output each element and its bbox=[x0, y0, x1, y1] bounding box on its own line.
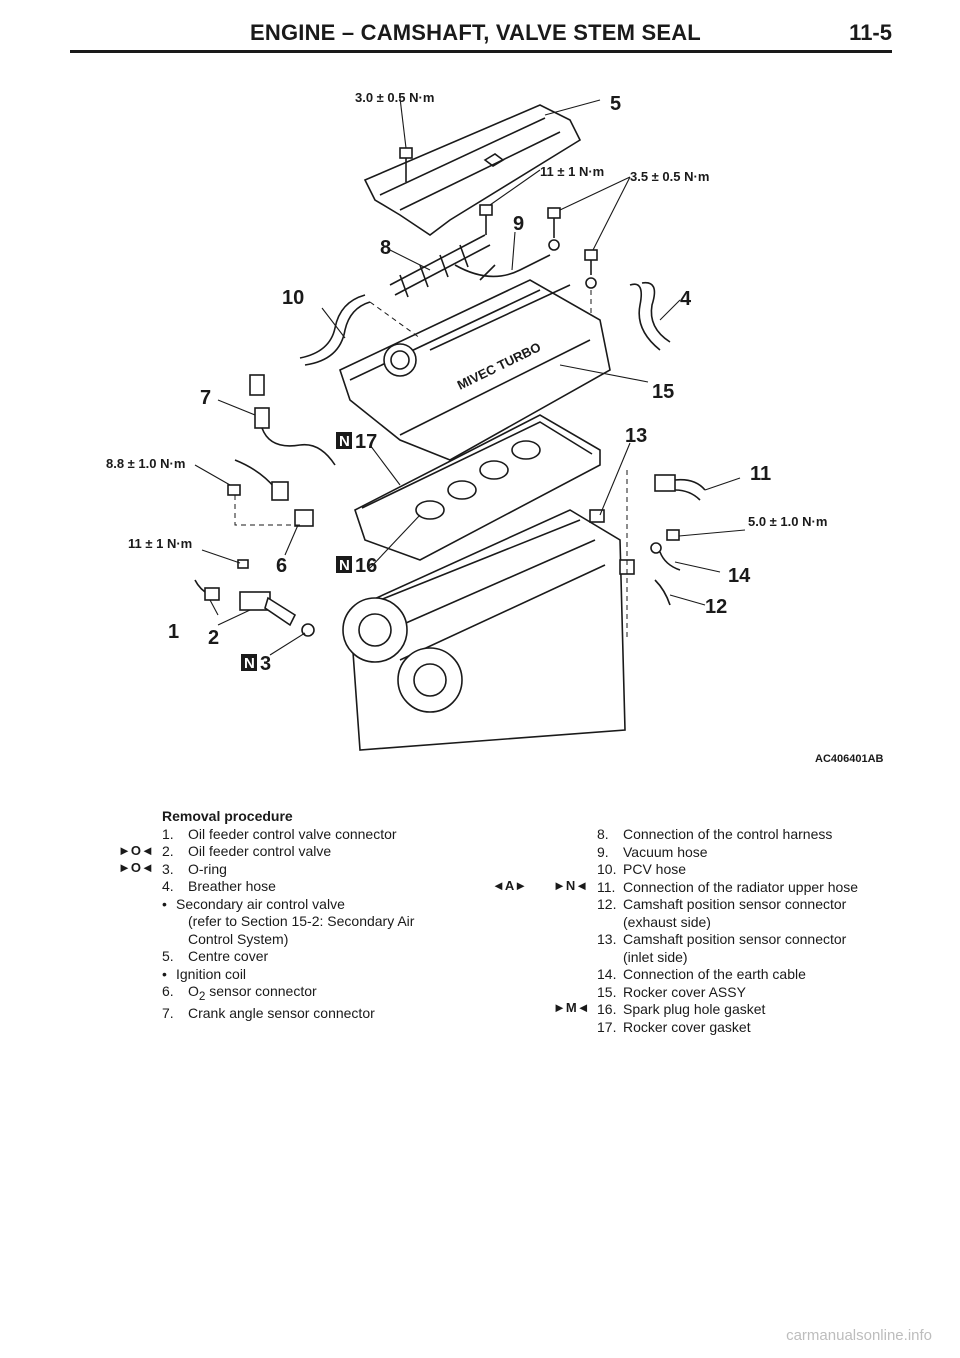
torque-o2: 8.8 ± 1.0 N·m bbox=[106, 456, 185, 471]
service-mark-item-11-install: ◄A► bbox=[492, 878, 528, 893]
radiator-hose-drawing bbox=[654, 474, 706, 501]
centre-cover-drawing bbox=[363, 104, 582, 236]
list-item: 12.Camshaft position sensor connector bbox=[597, 896, 847, 912]
cylinder-head-drawing bbox=[342, 509, 626, 751]
rocker-gasket-drawing bbox=[354, 414, 601, 561]
vacuum-hose-drawing bbox=[454, 254, 551, 281]
torque-earth: 5.0 ± 1.0 N·m bbox=[748, 514, 827, 529]
list-item: 4.Breather hose bbox=[162, 878, 276, 894]
list-item: 9.Vacuum hose bbox=[597, 843, 708, 860]
callout-2: 2 bbox=[208, 627, 219, 649]
new-part-mark-16 bbox=[336, 556, 352, 573]
callout-16: 16 bbox=[355, 555, 377, 577]
list-item-continuation: (refer to Section 15-2: Secondary Air bbox=[188, 913, 415, 929]
callout-6: 6 bbox=[276, 555, 287, 577]
page-number: 11-5 bbox=[849, 20, 892, 45]
callout-1: 1 bbox=[168, 621, 179, 643]
list-item: 7.Crank angle sensor connector bbox=[162, 1005, 375, 1022]
service-mark-item-11-remove: ►N◄ bbox=[553, 878, 589, 893]
new-part-mark-17-text: N bbox=[339, 433, 350, 450]
procedure-left-column: Removal procedure 1.Oil feeder control v… bbox=[162, 808, 462, 1023]
breather-hose-drawing bbox=[629, 281, 671, 351]
callout-11: 11 bbox=[750, 463, 771, 485]
callout-3: 3 bbox=[260, 653, 271, 675]
new-part-mark-17 bbox=[336, 432, 352, 449]
page-title: ENGINE – CAMSHAFT, VALVE STEM SEAL bbox=[250, 20, 701, 45]
list-item: 6.O2 sensor connector bbox=[162, 983, 317, 1003]
list-item: 5.Centre cover bbox=[162, 948, 269, 964]
callout-14: 14 bbox=[728, 565, 751, 587]
o2-sensor-drawing bbox=[227, 459, 314, 527]
service-mark-item-3: ►O◄ bbox=[118, 860, 154, 875]
earth-cable-drawing bbox=[589, 509, 681, 606]
crank-sensor-drawing bbox=[249, 374, 336, 466]
list-item: 3.O-ring bbox=[162, 860, 227, 877]
torque-rocker: 3.5 ± 0.5 N·m bbox=[630, 169, 709, 184]
list-item: 14.Connection of the earth cable bbox=[597, 966, 806, 982]
list-item-continuation: Control System) bbox=[188, 930, 289, 947]
callout-9: 9 bbox=[513, 213, 524, 235]
exploded-diagram: MIVEC TURBO bbox=[100, 70, 900, 770]
torque-centre-cover: 3.0 ± 0.5 N·m bbox=[355, 90, 434, 105]
list-item-continuation: (inlet side) bbox=[623, 948, 688, 965]
callout-12: 12 bbox=[705, 596, 727, 618]
list-item-continuation: (exhaust side) bbox=[623, 913, 711, 930]
pcv-hose-drawing bbox=[299, 294, 371, 366]
rocker-bolts bbox=[479, 204, 598, 289]
oil-feeder-valve-drawing bbox=[194, 559, 315, 637]
new-part-mark-3 bbox=[241, 654, 257, 671]
new-part-mark-3-text: N bbox=[244, 655, 255, 672]
torque-valve: 11 ± 1 N·m bbox=[128, 536, 192, 551]
procedure-title: Removal procedure bbox=[162, 808, 293, 824]
spark-plug-gaskets bbox=[415, 440, 541, 520]
list-item: 10.PCV hose bbox=[597, 861, 687, 877]
callout-7: 7 bbox=[200, 387, 211, 409]
list-item: 11.Connection of the radiator upper hose bbox=[597, 878, 859, 895]
service-mark-item-15: ►M◄ bbox=[553, 1000, 590, 1015]
callout-5: 5 bbox=[610, 93, 621, 115]
list-item: 2.Oil feeder control valve bbox=[162, 843, 332, 859]
callout-8: 8 bbox=[380, 237, 391, 259]
list-item: •Secondary air control valve bbox=[162, 895, 345, 912]
list-item: 17.Rocker cover gasket bbox=[597, 1018, 751, 1035]
list-item: 1.Oil feeder control valve connector bbox=[162, 825, 397, 842]
watermark: carmanualsonline.info bbox=[786, 1327, 932, 1344]
page-header: ENGINE – CAMSHAFT, VALVE STEM SEAL 11-5 bbox=[70, 18, 892, 53]
torque-harness: 11 ± 1 N·m bbox=[540, 164, 604, 179]
procedure-right-column: 8.Connection of the control harness 9.Va… bbox=[597, 826, 897, 1036]
diagram-svg: MIVEC TURBO bbox=[106, 90, 884, 765]
rocker-cover-drawing: MIVEC TURBO bbox=[339, 279, 611, 461]
callout-13: 13 bbox=[625, 425, 647, 447]
list-item: •Ignition coil bbox=[162, 965, 247, 982]
list-item: 8.Connection of the control harness bbox=[597, 826, 833, 842]
service-mark-item-2: ►O◄ bbox=[118, 843, 154, 858]
new-part-mark-16-text: N bbox=[339, 557, 350, 574]
control-harness-drawing bbox=[389, 234, 491, 298]
callout-17: 17 bbox=[355, 431, 377, 453]
callout-4: 4 bbox=[680, 288, 692, 310]
list-item: 16.Spark plug hole gasket bbox=[597, 1001, 766, 1017]
figure-id: AC406401AB bbox=[815, 753, 884, 765]
list-item: 13.Camshaft position sensor connector bbox=[597, 931, 847, 947]
callout-15: 15 bbox=[652, 381, 674, 403]
callout-10: 10 bbox=[282, 287, 304, 309]
list-item: 15.Rocker cover ASSY bbox=[597, 983, 746, 1000]
